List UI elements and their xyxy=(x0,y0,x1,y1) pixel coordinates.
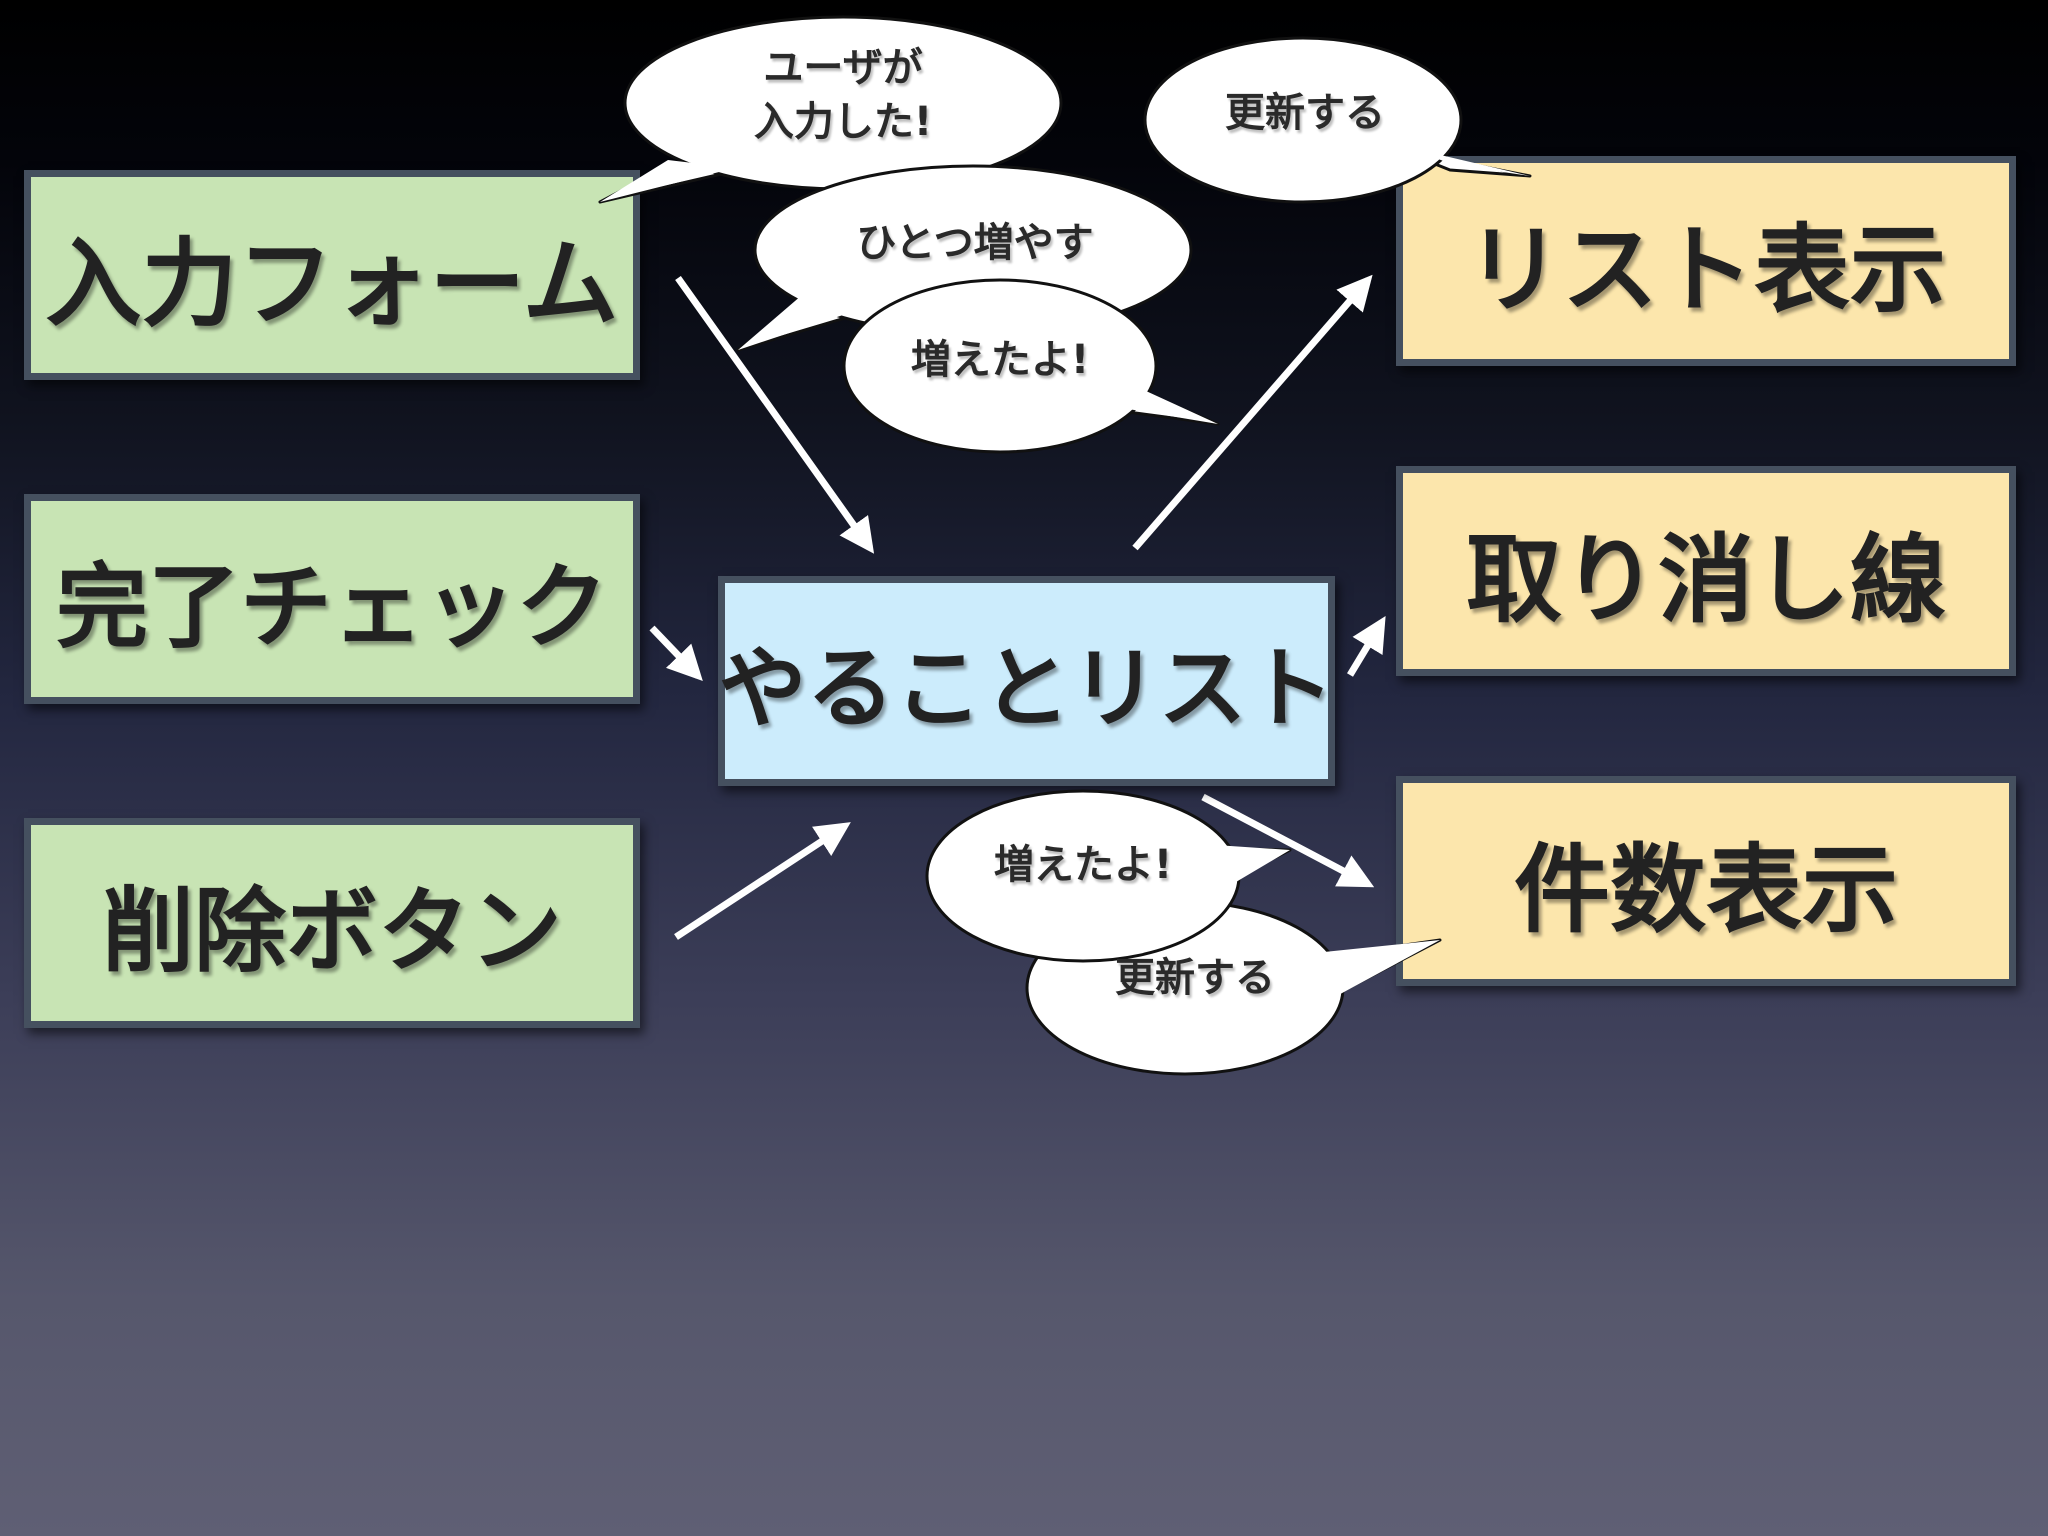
todo-list-store-box: やることリスト xyxy=(718,576,1335,786)
bubble-increased-top-shape xyxy=(842,278,1220,454)
count-display-label: 件数表示 xyxy=(1514,833,1898,946)
bubble-user-input-line-2: 入力した! xyxy=(753,99,933,145)
bubble-update-top-shape xyxy=(1143,36,1532,204)
delete-button-label: 削除ボタン xyxy=(101,877,562,985)
bubble-add-one: ひとつ増やす xyxy=(800,208,1150,278)
bubble-increased-bottom-shape xyxy=(925,789,1292,963)
arrow-delete-to-list xyxy=(674,822,851,940)
bubble-increased-top: 増えたよ! xyxy=(870,325,1130,395)
list-display-label: リスト表示 xyxy=(1466,213,1946,326)
arrow-input-to-list xyxy=(675,275,875,554)
bubble-update-top: 更新する xyxy=(1160,78,1450,148)
bubble-user-input: ユーザが 入力した! xyxy=(690,30,996,160)
bubble-increased-top-text: 増えたよ! xyxy=(910,337,1090,383)
input-form-label: 入力フォーム xyxy=(45,227,619,340)
bubble-update-bottom-text: 更新する xyxy=(1115,955,1275,1001)
list-display-box: リスト表示 xyxy=(1396,156,2016,366)
count-display-box: 件数表示 xyxy=(1396,776,2016,986)
bubble-update-top-text: 更新する xyxy=(1225,90,1385,136)
bubble-update-bottom: 更新する xyxy=(1050,943,1340,1013)
bubble-add-one-text: ひとつ増やす xyxy=(856,220,1094,266)
bubble-user-input-shape xyxy=(598,15,1063,204)
bubble-increased-bottom-text: 増えたよ! xyxy=(993,842,1173,888)
input-form-box: 入力フォーム xyxy=(24,170,640,380)
bubble-increased-bottom: 増えたよ! xyxy=(958,830,1208,900)
bubble-user-input-line-1: ユーザが xyxy=(763,45,923,91)
arrow-list-to-strikethrough xyxy=(1347,616,1386,677)
complete-check-box: 完了チェック xyxy=(24,494,640,704)
delete-button-box: 削除ボタン xyxy=(24,818,640,1028)
todo-list-store-label: やることリスト xyxy=(718,636,1335,740)
arrow-check-to-list xyxy=(649,625,703,682)
arrow-list-to-count xyxy=(1201,793,1375,888)
arrow-list-to-display xyxy=(1132,274,1373,551)
complete-check-label: 完了チェック xyxy=(55,553,608,661)
strikethrough-label: 取り消し線 xyxy=(1466,523,1946,636)
strikethrough-box: 取り消し線 xyxy=(1396,466,2016,676)
